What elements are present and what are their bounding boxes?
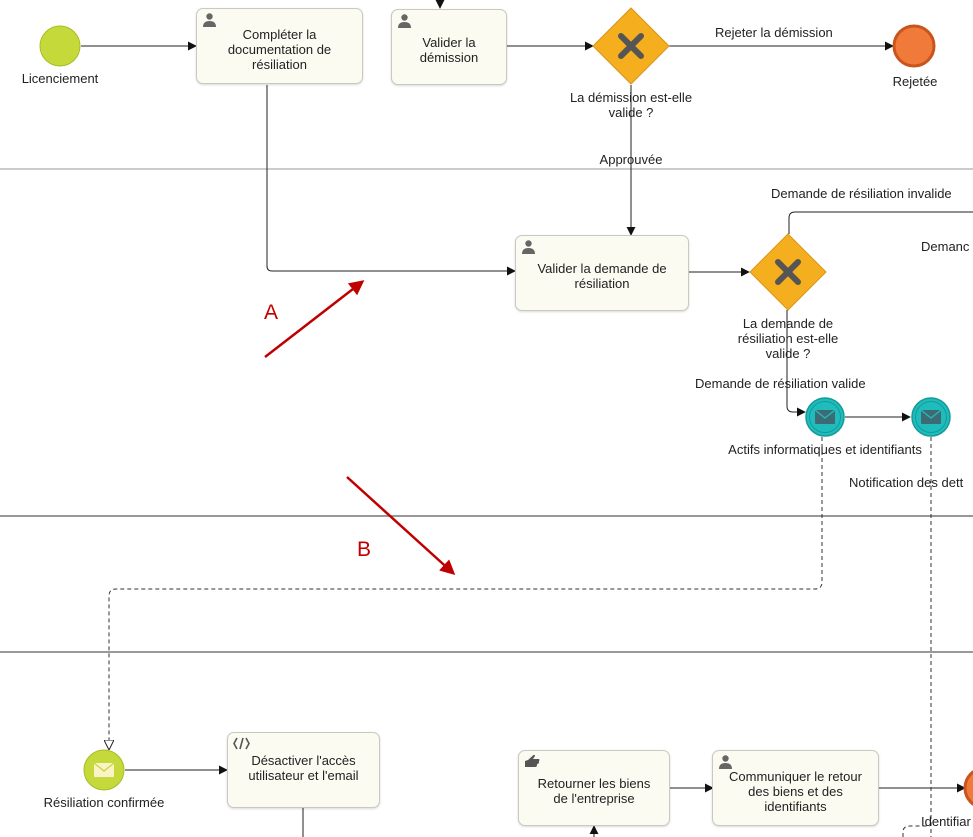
exclusive-x-icon [775, 259, 801, 285]
gateway-demande[interactable] [749, 233, 827, 311]
exclusive-x-icon [618, 33, 644, 59]
label-flow-approuvee: Approuvée [599, 152, 663, 167]
message-start-event-confirmee[interactable] [83, 749, 125, 791]
annotation-arrow-a [264, 280, 365, 358]
label-flow-valide: Demande de résiliation valide [695, 376, 866, 391]
message-event-actifs[interactable] [805, 397, 845, 437]
flow-valide[interactable] [786, 310, 806, 417]
annotation-arrow-b [346, 476, 456, 576]
task-completer-documentation[interactable]: Compléter la documentation de résiliatio… [196, 8, 363, 84]
task-retourner-biens[interactable]: Retourner les biens de l'entreprise [518, 750, 670, 826]
task-label: Désactiver l'accès utilisateur et l'emai… [248, 753, 359, 783]
message-flow-actifs-to-confirmee[interactable] [109, 437, 823, 749]
gateway-demission[interactable] [592, 7, 670, 85]
task-communiquer-retour[interactable]: Communiquer le retour des biens et des i… [712, 750, 879, 826]
script-icon [233, 737, 250, 750]
user-icon [719, 755, 732, 769]
end-event-identifiants[interactable] [963, 768, 973, 808]
label-flow-invalide: Demande de résiliation invalide [771, 186, 952, 201]
start-event-licenciement[interactable] [39, 25, 81, 67]
user-icon [522, 240, 535, 254]
flow-completer-to-valider-demande[interactable] [266, 85, 516, 276]
label-gateway-demande: La demande de résiliation est-elle valid… [737, 316, 839, 361]
task-label: Communiquer le retour des biens et des i… [729, 768, 862, 814]
label-identifiants: Identifiar [921, 814, 971, 829]
annotation-a: A [264, 301, 279, 324]
task-valider-demande[interactable]: Valider la demande de résiliation [515, 235, 689, 311]
annotation-b: B [357, 538, 372, 561]
label-resiliation-confirmee: Résiliation confirmée [43, 795, 165, 810]
user-icon [203, 13, 216, 27]
label-notification: Notification des dett [849, 475, 964, 490]
task-valider-demission[interactable]: Valider la démission [391, 9, 507, 85]
message-flow-identifiants[interactable] [902, 825, 930, 837]
label-rejetee: Rejetée [892, 74, 938, 89]
task-desactiver-acces[interactable]: Désactiver l'accès utilisateur et l'emai… [227, 732, 380, 808]
task-label: Retourner les biens de l'entreprise [537, 776, 651, 806]
task-label: Compléter la documentation de résiliatio… [227, 26, 332, 72]
manual-hand-icon [525, 754, 540, 767]
flow-invalide[interactable] [788, 211, 973, 234]
label-flow-demande-cut: Demanc [921, 239, 970, 254]
task-label: Valider la demande de résiliation [537, 261, 667, 291]
label-actifs: Actifs informatiques et identifiants [728, 442, 922, 457]
label-flow-rejeter: Rejeter la démission [715, 25, 833, 40]
label-licenciement: Licenciement [21, 71, 99, 86]
task-label: Valider la démission [419, 35, 479, 65]
user-icon [398, 14, 411, 28]
label-gateway-demission: La démission est-elle valide ? [569, 90, 693, 120]
end-event-rejetee[interactable] [892, 24, 936, 68]
message-event-notification[interactable] [911, 397, 951, 437]
